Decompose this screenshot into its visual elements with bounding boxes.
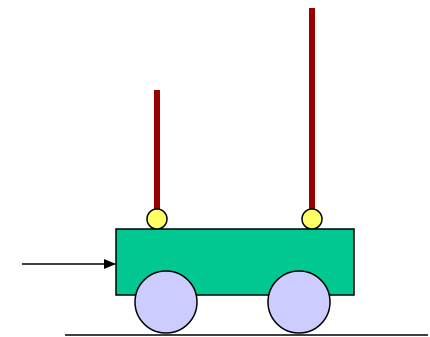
pivot-right — [301, 208, 323, 230]
pivot-left — [146, 208, 168, 230]
pendulum-rod-long — [309, 8, 315, 217]
wheel-right — [267, 270, 331, 334]
wheel-left — [134, 270, 198, 334]
pendulum-rod-short — [154, 90, 160, 217]
